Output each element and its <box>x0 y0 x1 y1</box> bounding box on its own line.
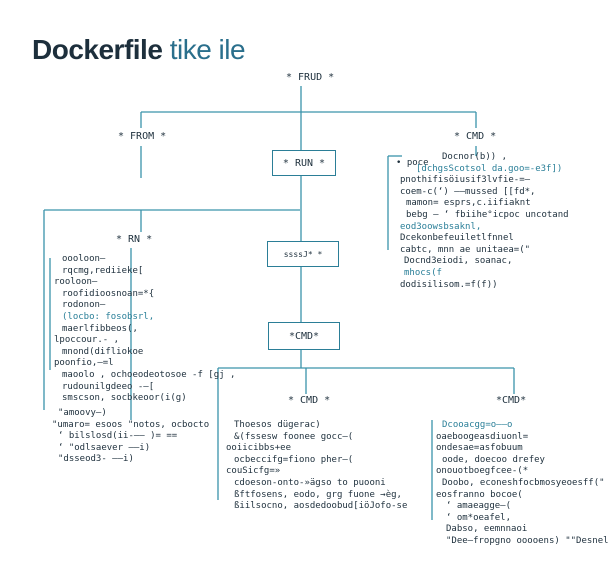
text-line: (locbo: fosobsrl, <box>62 311 155 322</box>
text-line: mhocs(f <box>404 267 442 278</box>
node-cmd-mid: *CMD* <box>268 322 340 350</box>
title-main: Dockerfile <box>32 34 163 65</box>
text-line: ‘ om*oeafel, <box>446 512 512 523</box>
text-line: cabtc, mnn ae unitaea=(" <box>400 244 531 255</box>
text-line: onouotboegfcee-(* <box>436 466 529 477</box>
text-line: "Dee—fropgno ooooens) ""Desnel <box>446 535 609 546</box>
text-line: eosfranno bocoe( <box>436 489 523 500</box>
node-from: * FROM * <box>116 131 169 142</box>
text-line: dodisilisom.=f(f)) <box>400 279 498 290</box>
text-line: Dabso, eemnnaoi <box>446 524 528 535</box>
node-cmd-mid-label: *CMD* <box>288 330 320 342</box>
text-line: rudounilgdeeo ‑—[ <box>62 381 155 392</box>
text-line: Docnor(b)) , <box>442 152 508 162</box>
text-line: ‘ bilslosd(ii‑—— )= == <box>58 431 178 442</box>
text-line: "amoovy—) <box>58 408 107 418</box>
text-line: oooloon— <box>62 254 106 264</box>
text-line: "umaro= esoos "notos, ocbocto <box>52 419 210 430</box>
text-line: pnothifisöiusif3lvfie-=— <box>400 175 531 186</box>
text-line: cdoeson-onto-»ägso to puooni <box>234 477 386 488</box>
title-sub: tike ile <box>169 34 246 65</box>
left-block: oooloon— rqcmg,rediieke[ rooloon— roofid… <box>54 254 235 405</box>
text-line: • poce <box>396 158 429 168</box>
text-line: rooloon— <box>54 277 98 288</box>
text-line: [dchgsScotsol da.goo=-e3f]) <box>416 163 563 174</box>
text-line: Thoesos dügerac) <box>234 420 321 430</box>
text-line: oaeboogeasdiuonl= <box>436 431 529 442</box>
text-line: ‘ "odlsaever ——i) <box>58 442 151 453</box>
node-misc-label: ssssJ* * <box>283 249 323 259</box>
text-line: Dcekonbefeuiletlfnnel <box>400 233 514 244</box>
text-line: ocbeccifg=fiono pher—( <box>234 454 354 465</box>
text-line: oode, doecoo drefey <box>442 454 545 465</box>
text-line: ondesae=asfobuum <box>436 443 523 454</box>
text-line: eod3oowsbsaknl, <box>400 221 482 232</box>
text-line: maoolo , ochoeodeotosoe -f [gj , <box>62 369 236 380</box>
diagram-title: Dockerfile tike ile <box>32 34 246 66</box>
node-cmd-top: * CMD * <box>452 131 499 142</box>
node-root: * FRUD * <box>284 72 337 83</box>
node-cmd-bottom-right: *CMD* <box>494 395 529 406</box>
text-line: mamon= esprs,c.iifiaknt <box>406 198 531 209</box>
text-line: ooiicibbs+ee <box>226 443 292 454</box>
text-line: rqcmg,rediieke[ <box>62 265 144 276</box>
text-line: lpoccour.- , <box>54 335 120 346</box>
text-line: Docnd3eiodi, soanac, <box>404 256 513 267</box>
text-line: rodonon— <box>62 300 106 311</box>
node-cmd-bottom-mid: * CMD * <box>286 395 333 406</box>
top-right-prefix: • poce <box>396 158 429 170</box>
text-line: poonfio,—=l <box>54 358 114 369</box>
node-run-left: * RN * <box>114 234 155 245</box>
text-line: Dcooacgg=o——o <box>442 420 513 430</box>
text-line: coem-c(‘) ——mussed [[fd*, <box>400 186 536 197</box>
bottom-mid-block: Thoesos dügerac) &(fssesw foonee gocc—( … <box>226 420 407 513</box>
node-run-center: * RUN * <box>272 150 336 176</box>
text-line: ßftfosens, eodo, grg fuone →èg, <box>234 489 402 500</box>
text-line: couSicfg=» <box>226 466 281 477</box>
node-misc: ssssJ* * <box>267 241 339 267</box>
text-line: bebg — ‘ fbiihe°icpoc uncotand <box>406 209 569 220</box>
bottom-right-block: Dcooacgg=o——o oaeboogeasdiuonl= ondesae=… <box>436 420 609 548</box>
text-line: mnond(difliokoe <box>62 346 144 357</box>
left-sub-block: "amoovy—) "umaro= esoos "notos, ocbocto … <box>52 408 209 466</box>
node-run-center-label: * RUN * <box>282 157 326 169</box>
top-right-block: Docnor(b)) , [dchgsScotsol da.goo=-e3f])… <box>400 152 569 291</box>
text-line: ßiilsocno, aosdedoobud[iöJofo-se <box>234 501 408 512</box>
text-line: Doobo, econeshfocbmosyeoesff(" <box>442 477 605 488</box>
text-line: maerlfibbeos(, <box>62 323 138 334</box>
text-line: &(fssesw foonee gocc—( <box>234 431 354 442</box>
text-line: ‘ amaeagge—( <box>446 501 512 512</box>
text-line: roofidioosnoan=*{ <box>62 288 155 299</box>
text-line: smscson, socbkeoor(i(g) <box>62 393 187 404</box>
text-line: "dsseod3‑ ——i) <box>58 454 134 465</box>
